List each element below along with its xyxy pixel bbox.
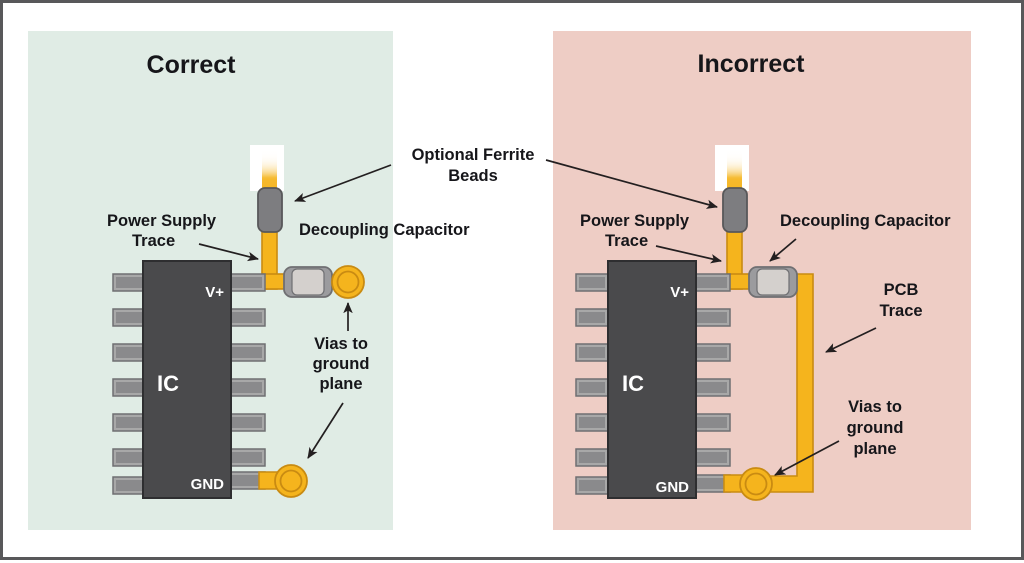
ic-pin: [693, 343, 731, 362]
panel-incorrect-title: Incorrect: [698, 50, 806, 78]
pcb-decoupling-diagram: Correct Incorrect: [28, 31, 971, 530]
ic-body-correct: [142, 260, 232, 499]
ic-pin: [575, 448, 609, 467]
power-supply-trace-label-incorrect-line2: Trace: [605, 232, 648, 250]
ic-body-label-incorrect: IC: [622, 371, 644, 396]
vias-label-incorrect-line1: Vias to: [848, 398, 902, 416]
ic-pin: [228, 308, 266, 327]
ic-pin: [112, 378, 146, 397]
vias-label-correct-line2: ground: [313, 355, 370, 373]
power-supply-trace-label-correct-line2: Trace: [132, 232, 175, 250]
ic-pin: [575, 308, 609, 327]
correct-circuit-group: V+ IC GND Power Supply Trace Decoupling …: [107, 145, 470, 499]
ic-pins-right-correct: [228, 273, 266, 490]
decoupling-capacitor-label-correct: Decoupling Capacitor: [299, 221, 470, 239]
ic-pin: [693, 448, 731, 467]
decoupling-capacitor-arrow-incorrect: [769, 238, 797, 262]
ic-pin: [228, 448, 266, 467]
ic-pin: [693, 413, 731, 432]
vias-arrow-incorrect: [774, 440, 840, 476]
ic-body-incorrect: [607, 260, 697, 499]
vias-label-incorrect-line3: plane: [853, 440, 896, 458]
power-supply-trace-label-correct-line1: Power Supply: [107, 212, 217, 230]
ic-pin: [693, 378, 731, 397]
via-to-ground-plane-incorrect: [739, 467, 773, 501]
ic-pin: [112, 413, 146, 432]
ic-pin-power: [693, 273, 731, 292]
power-supply-trace-arrow-incorrect: [655, 245, 722, 264]
pcb-trace-label-line2: Trace: [879, 302, 922, 320]
ic-pin: [575, 413, 609, 432]
ic-pin: [693, 308, 731, 327]
ic-body-label-correct: IC: [157, 371, 179, 396]
power-supply-trace-incorrect: [715, 145, 762, 290]
ic-pin: [575, 343, 609, 362]
ferrite-beads-arrow-right: [545, 159, 718, 209]
ic-pin: [112, 476, 146, 495]
vias-arrow-bottom-correct: [307, 402, 344, 459]
via-to-ground-plane-top-correct: [331, 265, 365, 299]
ic-pin: [112, 343, 146, 362]
pcb-trace-arrow: [825, 327, 877, 353]
ic-pin: [575, 476, 609, 495]
ic-pin: [112, 273, 146, 292]
power-supply-trace-arrow-correct: [198, 243, 259, 262]
ic-pin: [228, 343, 266, 362]
vias-label-correct-line3: plane: [319, 375, 362, 393]
ic-pin: [228, 378, 266, 397]
decoupling-capacitor-label-incorrect: Decoupling Capacitor: [780, 212, 951, 230]
via-to-ground-plane-bottom-correct: [274, 464, 308, 498]
ic-ground-pin-label-incorrect: GND: [656, 479, 690, 496]
ic-pins-left-correct: [112, 273, 146, 495]
ic-pins-right-incorrect: [693, 273, 731, 493]
vias-label-correct-line1: Vias to: [314, 335, 368, 353]
ic-ground-pin-label-correct: GND: [191, 476, 225, 493]
ferrite-bead-incorrect: [722, 187, 748, 233]
ic-power-pin-label-incorrect: V+: [670, 284, 689, 301]
vias-label-incorrect-line2: ground: [847, 419, 904, 437]
ferrite-beads-arrow-left: [294, 164, 392, 202]
ferrite-bead-correct: [257, 187, 283, 233]
ic-pin-power: [228, 273, 266, 292]
pcb-trace-label-line1: PCB: [884, 281, 919, 299]
ic-pin: [228, 413, 266, 432]
decoupling-capacitor-incorrect: [748, 266, 798, 298]
ic-power-pin-label-correct: V+: [205, 284, 224, 301]
ferrite-beads-annotation-group: Optional Ferrite Beads: [294, 146, 718, 209]
ic-pin: [112, 308, 146, 327]
ic-pin: [575, 378, 609, 397]
incorrect-circuit-group: V+ IC GND Power Supply Trace Decoupling …: [575, 145, 951, 501]
power-supply-trace-label-incorrect-line1: Power Supply: [580, 212, 690, 230]
ferrite-beads-label-line1: Optional Ferrite: [412, 146, 535, 164]
ic-pin: [575, 273, 609, 292]
panel-correct-title: Correct: [147, 51, 237, 79]
ferrite-beads-label-line2: Beads: [448, 167, 498, 185]
ic-pin: [112, 448, 146, 467]
